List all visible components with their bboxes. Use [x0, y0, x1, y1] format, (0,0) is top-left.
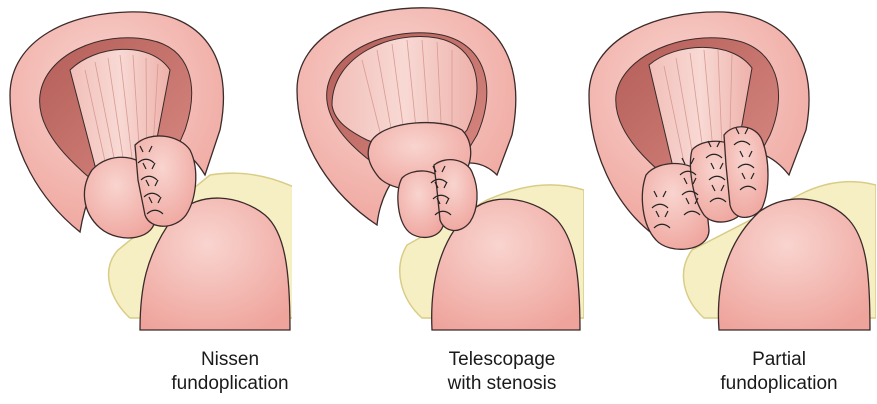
panel-telescopage: Telescopage with stenosis [292, 0, 584, 404]
stomach-body [718, 199, 870, 330]
panel-nissen: Nissen fundoplication [0, 0, 292, 404]
partial-illustration [584, 0, 876, 340]
caption-line2: with stenosis [402, 372, 602, 396]
caption-partial: Partial fundoplication [679, 348, 877, 396]
caption-line1: Telescopage [402, 348, 602, 372]
caption-line1: Partial [679, 348, 877, 372]
telescopage-illustration [292, 0, 584, 340]
caption-line2: fundoplication [679, 372, 877, 396]
nissen-illustration [0, 0, 292, 340]
caption-telescopage: Telescopage with stenosis [402, 348, 602, 396]
panel-partial: Partial fundoplication [584, 0, 876, 404]
wrap-right-lobe [135, 136, 196, 226]
wrap-right-lobe [724, 127, 768, 218]
